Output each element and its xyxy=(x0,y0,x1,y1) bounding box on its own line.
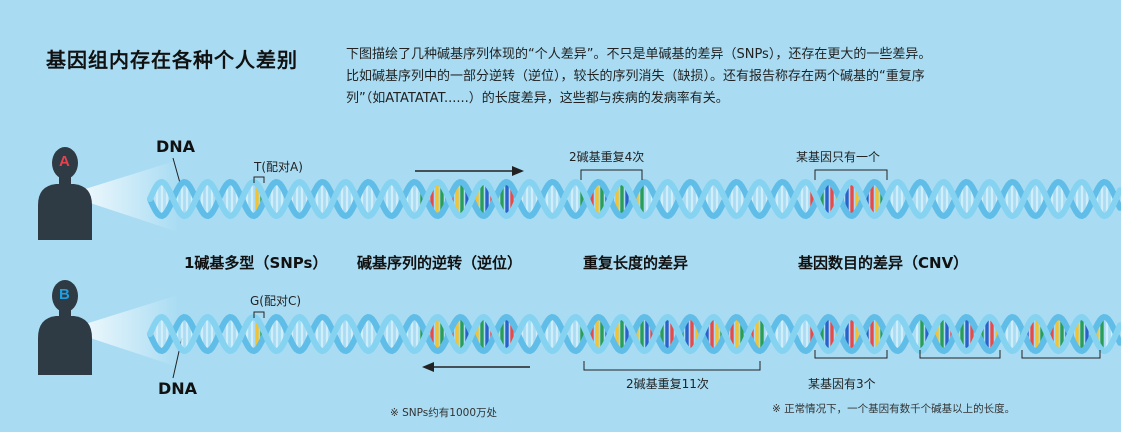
person-b-silhouette xyxy=(38,280,92,375)
description-line-1: 下图描绘了几种碱基序列体现的“个人差异”。不只是单碱基的差异（SNPs），还存在… xyxy=(346,47,932,62)
inversion-arrow-bottom xyxy=(422,362,530,372)
repeat-label-bottom: 2碱基重复11次 xyxy=(626,377,709,391)
category-cnv: 基因数目的差异（CNV） xyxy=(798,254,969,272)
helix-top xyxy=(147,178,1121,220)
snp-label-bottom: G(配对C) xyxy=(250,294,302,308)
category-inversion: 碱基序列的逆转（逆位） xyxy=(357,254,523,272)
repeat-label-top: 2碱基重复4次 xyxy=(569,150,645,164)
repeat-bracket-top xyxy=(580,169,643,180)
cnv-bracket-bottom-2 xyxy=(919,350,1001,359)
gene-note: ※ 正常情况下，一个基因有数千个碱基以上的长度。 xyxy=(772,403,1016,415)
cnv-bracket-bottom-1 xyxy=(814,350,888,359)
beam-a xyxy=(66,160,178,232)
snp-bracket-top xyxy=(253,176,265,183)
snp-bracket-bottom xyxy=(253,311,265,318)
category-snp: 1碱基多型（SNPs） xyxy=(184,254,328,272)
repeat-bracket-bottom xyxy=(583,361,761,371)
beam-b xyxy=(66,295,178,367)
category-repeat: 重复长度的差异 xyxy=(583,254,689,272)
cnv-bracket-bottom-3 xyxy=(1021,350,1101,359)
cnv-label-bottom: 某基因有3个 xyxy=(808,377,876,391)
snp-note: ※ SNPs约有1000万处 xyxy=(390,407,497,419)
cnv-bracket-top xyxy=(814,169,888,180)
person-b-badge: B xyxy=(59,286,70,303)
dna-label-bottom: DNA xyxy=(158,379,198,398)
description: 下图描绘了几种碱基序列体现的“个人差异”。不只是单碱基的差异（SNPs），还存在… xyxy=(346,44,1066,110)
person-a-badge: A xyxy=(59,153,70,170)
helix-top-strand xyxy=(147,178,1121,220)
inversion-arrow-top xyxy=(415,166,524,176)
helix-bottom-strand xyxy=(147,313,1121,355)
description-line-2: 比如碱基序列中的一部分逆转（逆位），较长的序列消失（缺损）。还有报告称存在两个碱… xyxy=(346,69,925,84)
helix-bottom xyxy=(147,313,1121,355)
snp-label-top: T(配对A) xyxy=(254,160,303,174)
dna-pointer-top xyxy=(172,157,181,184)
dna-label-top: DNA xyxy=(156,137,196,156)
person-a-silhouette xyxy=(38,147,92,240)
description-line-3: 列”（如ATATATAT......）的长度差异，这些都与疾病的发病率有关。 xyxy=(346,91,729,106)
page-title: 基因组内存在各种个人差别 xyxy=(46,48,298,72)
cnv-label-top: 某基因只有一个 xyxy=(796,150,881,164)
